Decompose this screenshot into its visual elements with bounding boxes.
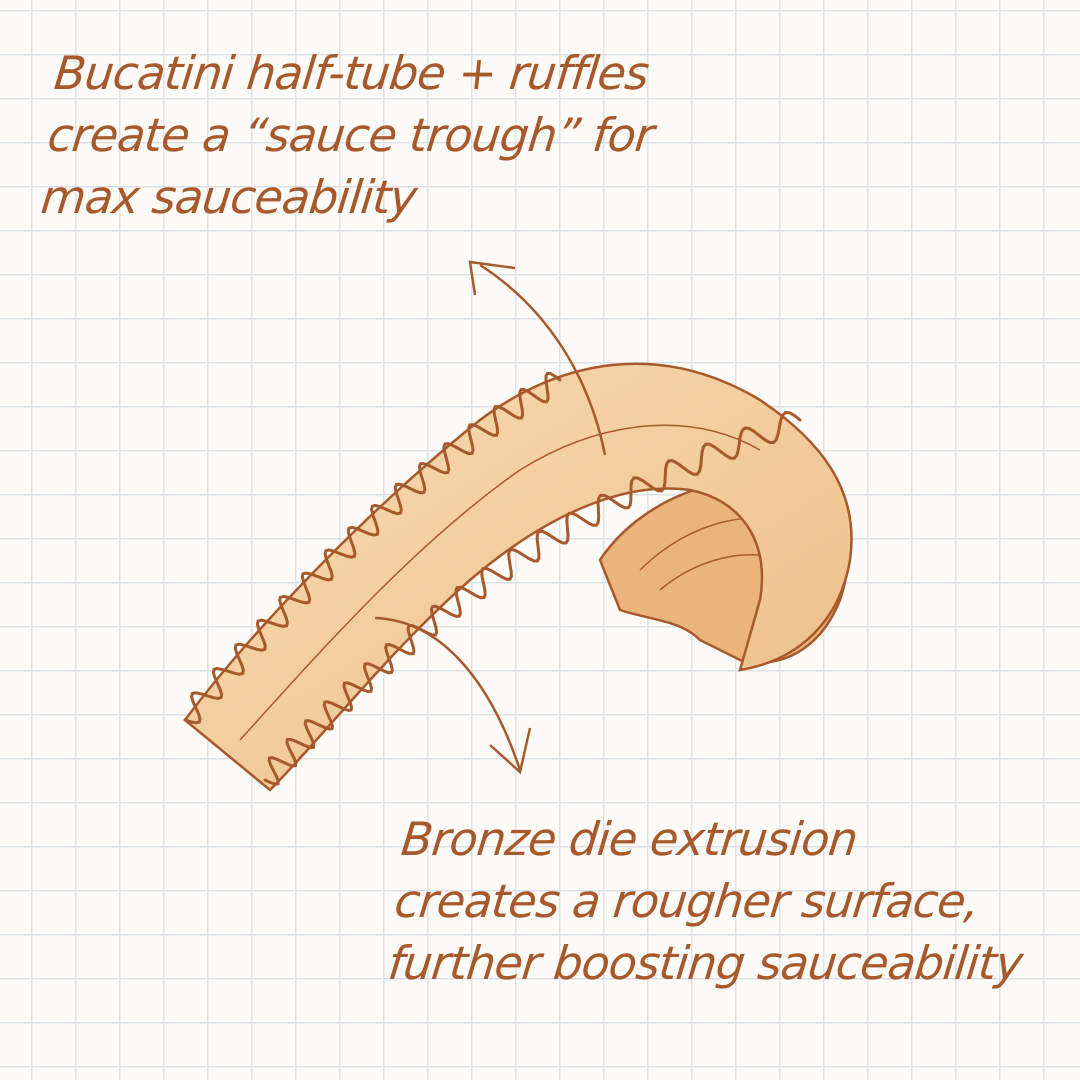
annotation-top-line: Bucatini half-tube + ruffles — [51, 46, 652, 100]
ruffle-top-edge — [183, 371, 562, 725]
annotation-bottom: Bronze die extrusion creates a rougher s… — [385, 808, 1038, 994]
annotation-bottom-line: Bronze die extrusion — [398, 812, 860, 866]
annotation-top: Bucatini half-tube + ruffles create a “s… — [38, 42, 663, 228]
annotation-top-line: create a “sauce trough” for — [45, 108, 656, 162]
annotation-bottom-line: further boosting sauceability — [385, 936, 1025, 990]
arrow-head-down — [489, 727, 532, 775]
ruffle-middle-edge — [263, 410, 802, 786]
annotation-bottom-line: creates a rougher surface, — [392, 874, 982, 928]
arrow-to-trough — [479, 263, 607, 456]
annotation-top-line: max sauceability — [38, 170, 420, 224]
arrow-head-up — [468, 260, 516, 296]
arrow-to-surface — [374, 616, 522, 771]
